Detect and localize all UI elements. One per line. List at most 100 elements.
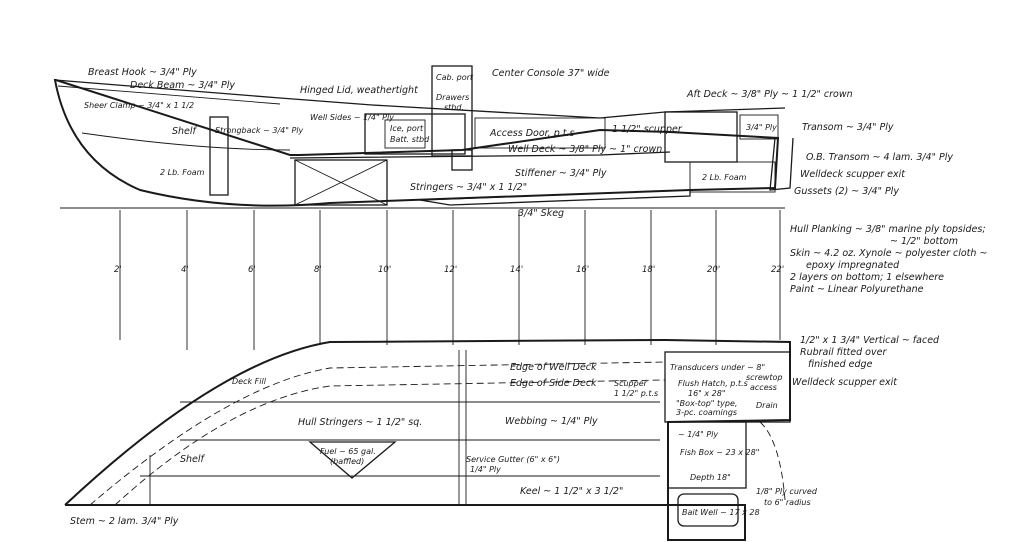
radius-label: to 6" radius bbox=[764, 498, 811, 507]
fuel-label: Fuel ~ 65 gal. bbox=[320, 447, 376, 456]
construction-notes: Hull Planking ~ 3/8" marine ply topsides… bbox=[790, 224, 987, 295]
aft-deck-box bbox=[664, 111, 738, 163]
drain-label: Drain bbox=[756, 401, 778, 410]
flush-hatch-size: 16" x 28" bbox=[688, 389, 726, 398]
bait-well bbox=[677, 493, 739, 527]
edge-well-deck-label: Edge of Well Deck bbox=[510, 362, 597, 373]
depth-label: Depth 18" bbox=[690, 473, 731, 482]
foam-aft-block bbox=[689, 161, 776, 193]
webbing-label: Webbing ~ 1/4" Ply bbox=[505, 416, 598, 427]
fish-box-label: Fish Box ~ 23 x 28" bbox=[680, 448, 759, 457]
deck-fill-label: Deck Fill bbox=[232, 377, 267, 386]
aft-inner-box bbox=[739, 114, 779, 140]
plan-labels: 1/2" x 1 3/4" Vertical ~ faced Rubrail f… bbox=[70, 335, 940, 527]
note-6: Paint ~ Linear Polyurethane bbox=[790, 284, 924, 295]
stiffener-label: Stiffener ~ 3/4" Ply bbox=[515, 168, 607, 179]
edge-side-deck bbox=[114, 379, 666, 506]
ice-port-box bbox=[384, 119, 426, 149]
station-8: 8' bbox=[314, 265, 322, 275]
skeg-label: 3/4" Skeg bbox=[518, 208, 564, 219]
hull-profile bbox=[53, 79, 780, 207]
transom bbox=[769, 137, 794, 191]
sheer-clamp-label: Sheer Clamp ~ 3/4" x 1 1/2 bbox=[84, 101, 194, 110]
foam-aft-label: 2 Lb. Foam bbox=[702, 173, 747, 182]
hinged-lid-label: Hinged Lid, weathertight bbox=[300, 85, 419, 96]
note-1: Hull Planking ~ 3/8" marine ply topsides… bbox=[790, 224, 986, 235]
well-deck-line bbox=[289, 151, 671, 159]
transom-label: Transom ~ 3/4" Ply bbox=[802, 122, 894, 133]
strongback bbox=[209, 116, 229, 196]
station-18: 18' bbox=[642, 265, 655, 275]
rubrail-label: 1/2" x 1 3/4" Vertical ~ faced bbox=[800, 335, 940, 346]
rubrail-label-2: Rubrail fitted over bbox=[800, 347, 887, 358]
edge-well-deck bbox=[89, 361, 666, 506]
welldeck-exit-label: Welldeck scupper exit bbox=[800, 169, 906, 180]
note-2: ~ 1/2" bottom bbox=[890, 236, 958, 247]
hull-stringers-label: Hull Stringers ~ 1 1/2" sq. bbox=[298, 417, 422, 428]
station-12: 12' bbox=[444, 265, 457, 275]
gussets-label: Gussets (2) ~ 3/4" Ply bbox=[794, 186, 899, 197]
skeg bbox=[419, 189, 691, 206]
chine-line bbox=[81, 132, 291, 151]
box-top-label: "Box-top" type, bbox=[676, 399, 737, 408]
box-cross-b bbox=[294, 159, 388, 206]
scupper-label-2: 1 1/2" p.t.s bbox=[614, 389, 658, 398]
station-labels: 2' 4' 6' 8' 10' 12' 14' 16' 18' 20' 22' bbox=[114, 265, 784, 275]
ply-14-label: ~ 1/4" Ply bbox=[678, 430, 718, 439]
ply-curved-label: 1/8" Ply curved bbox=[756, 487, 818, 496]
welldeck-exit-plan-label: Welldeck scupper exit bbox=[792, 377, 898, 388]
sheer-clamp bbox=[57, 85, 281, 105]
cab-port-label: Cab. port bbox=[436, 73, 474, 82]
note-4: epoxy impregnated bbox=[806, 260, 900, 271]
scupper-label: Scupper bbox=[614, 379, 648, 388]
screwtop-label: screwtop bbox=[746, 373, 782, 382]
station-10: 10' bbox=[378, 265, 391, 275]
note-3: Skin ~ 4.2 oz. Xynole ~ polyester cloth … bbox=[790, 248, 987, 259]
bait-well-label: Bait Well ~ 17 x 28 bbox=[682, 508, 760, 517]
flush-hatch-label: Flush Hatch, p.t.s bbox=[678, 379, 748, 388]
keel-label: Keel ~ 1 1/2" x 3 1/2" bbox=[520, 486, 623, 497]
well-sides-label: Well Sides ~ 1/4" Ply bbox=[310, 113, 394, 122]
ply-34-label: 3/4" Ply bbox=[746, 123, 777, 132]
access-door-label: Access Door, p.t.s bbox=[489, 128, 575, 139]
deck-beam-label: Deck Beam ~ 3/4" Ply bbox=[130, 80, 235, 91]
batt-stbd-label: Batt. stbd bbox=[390, 135, 430, 144]
transducers-label: Transducers under ~ 8" bbox=[670, 363, 765, 372]
box-top-label-2: 3-pc. coamings bbox=[676, 408, 737, 417]
access-door-frame bbox=[474, 117, 606, 149]
stem-label: Stem ~ 2 lam. 3/4" Ply bbox=[70, 516, 179, 527]
fish-box bbox=[667, 421, 747, 489]
station-14: 14' bbox=[510, 265, 523, 275]
station-grid bbox=[60, 207, 785, 350]
station-16: 16' bbox=[576, 265, 589, 275]
shelf-label: Shelf bbox=[172, 126, 198, 137]
rubrail-label-3: finished edge bbox=[808, 359, 873, 370]
service-ply-label: 1/4" Ply bbox=[470, 465, 501, 474]
note-5: 2 layers on bottom; 1 elsewhere bbox=[790, 272, 944, 283]
ice-port-label: Ice, port bbox=[390, 124, 424, 133]
center-hatch-box bbox=[294, 159, 388, 206]
station-2: 2' bbox=[114, 265, 122, 275]
station-20: 20' bbox=[707, 265, 720, 275]
drain-curve bbox=[759, 421, 786, 501]
breast-hook-label: Breast Hook ~ 3/4" Ply bbox=[88, 67, 197, 78]
plan-outline bbox=[64, 338, 791, 541]
access-label: access bbox=[750, 383, 777, 392]
drawers-stbd-label: stbd. bbox=[444, 103, 464, 112]
profile-view bbox=[53, 65, 794, 350]
plan-view bbox=[64, 338, 791, 541]
center-console-label: Center Console 37" wide bbox=[492, 68, 610, 79]
station-22: 22' bbox=[771, 265, 784, 275]
well-deck-label: Well Deck ~ 3/8" Ply ~ 1" crown bbox=[508, 144, 662, 155]
fuel-tank bbox=[308, 441, 397, 479]
console-base bbox=[451, 149, 473, 171]
edge-side-deck-label: Edge of Side Deck bbox=[510, 378, 597, 389]
scupper-top-label: 1 1/2" scupper bbox=[612, 124, 683, 135]
service-gutter-label: Service Gutter (6" x 6") bbox=[466, 455, 560, 464]
ob-transom-label: O.B. Transom ~ 4 lam. 3/4" Ply bbox=[806, 152, 953, 163]
profile-labels: Breast Hook ~ 3/4" Ply Deck Beam ~ 3/4" … bbox=[84, 67, 953, 219]
foam-fwd-label: 2 Lb. Foam bbox=[160, 168, 205, 177]
strongback-label: Strongback ~ 3/4" Ply bbox=[215, 126, 303, 135]
sheer-line bbox=[54, 79, 786, 119]
